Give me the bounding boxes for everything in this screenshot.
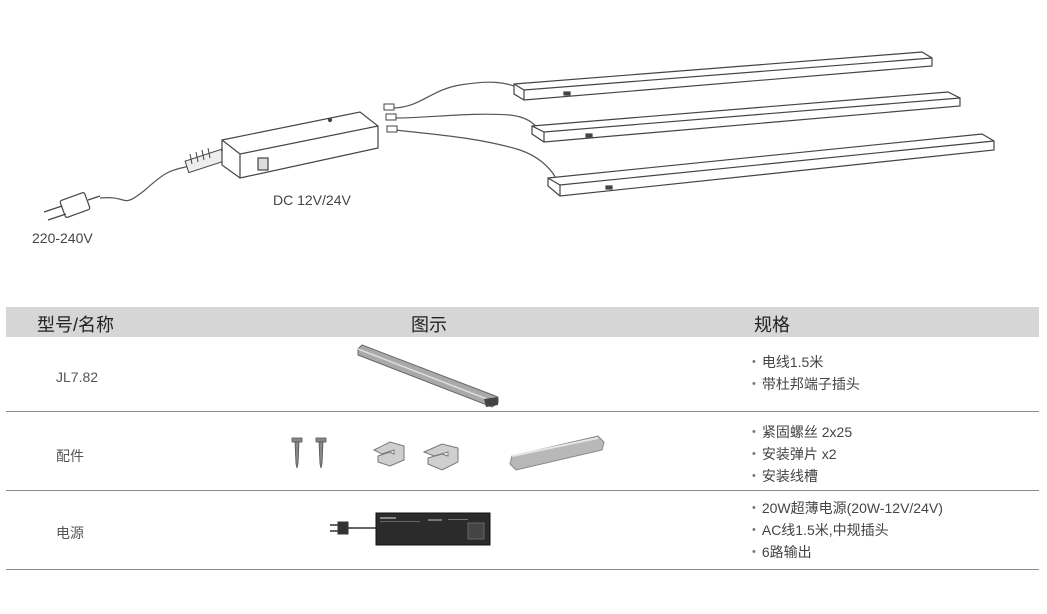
led-light-bar-1 [513,51,933,101]
led-light-bar-3 [547,133,995,197]
accessories-image [291,435,605,471]
wiring-diagram [43,51,995,221]
mounting-clip-icon [372,441,459,471]
row-name: 配件 [56,448,84,464]
spec-table: 型号/名称 图示 规格 JL7.82 电线1.5米 带杜邦端子插头 配件 [6,307,1039,570]
ac-plug-icon [43,192,101,221]
light-bar-image [357,344,499,408]
table-row: JL7.82 电线1.5米 带杜邦端子插头 [6,337,1039,412]
cable-strain-relief [184,147,226,174]
screw-icon [291,437,327,469]
spec-item: 20W超薄电源(20W-12V/24V) [752,497,943,519]
spec-item: 带杜邦端子插头 [752,373,860,395]
output-voltage-label: DC 12V/24V [273,192,351,208]
power-supply-image [330,512,491,546]
led-light-bar-2 [531,91,961,143]
spec-item: AC线1.5米,中规插头 [752,519,943,541]
header-spec: 规格 [754,315,790,335]
spec-list: 20W超薄电源(20W-12V/24V) AC线1.5米,中规插头 6路输出 [752,497,943,563]
output-cables [391,81,557,179]
table-header: 型号/名称 图示 规格 [6,307,1039,337]
spec-list: 电线1.5米 带杜邦端子插头 [752,351,860,395]
row-name: JL7.82 [56,369,99,385]
ac-cable [99,165,191,202]
table-row: 电源 20W超薄电源(20W-12V/24V) AC线1.5米,中规插头 6路输… [6,491,1039,570]
connector-plugs [383,103,398,133]
power-supply-box [221,111,379,179]
row-name: 电源 [56,525,84,541]
table-row: 配件 紧固螺丝 2x25 安装弹片 x2 安装线槽 [6,412,1039,491]
input-voltage-label: 220-240V [32,230,93,246]
spec-item: 安装弹片 x2 [752,443,852,465]
spec-item: 6路输出 [752,541,943,563]
spec-list: 紧固螺丝 2x25 安装弹片 x2 安装线槽 [752,421,852,487]
spec-item: 电线1.5米 [752,351,860,373]
spec-item: 安装线槽 [752,465,852,487]
header-model: 型号/名称 [37,315,115,335]
header-image: 图示 [411,315,447,335]
mounting-channel-icon [509,435,605,471]
ac-plug-icon [330,521,376,535]
spec-item: 紧固螺丝 2x25 [752,421,852,443]
